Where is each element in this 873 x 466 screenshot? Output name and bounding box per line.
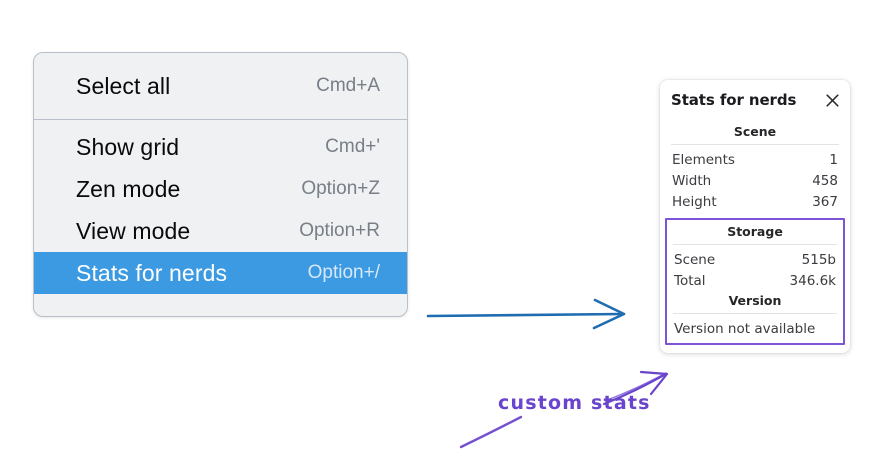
- stat-value: 367: [812, 193, 838, 210]
- stat-row: Height 367: [669, 191, 841, 212]
- stats-panel-header: Stats for nerds: [669, 91, 841, 109]
- menu-item-select-all[interactable]: Select all Cmd+A: [34, 65, 407, 107]
- menu-item-label: Show grid: [76, 133, 180, 160]
- stat-value: 515b: [801, 251, 836, 268]
- menu-item-label: Stats for nerds: [76, 259, 228, 286]
- stats-for-nerds-panel: Stats for nerds Scene Elements 1 Width 4…: [660, 80, 850, 353]
- stat-key: Total: [674, 272, 706, 289]
- stat-key: Height: [672, 193, 717, 210]
- menu-item-shortcut: Option+/: [307, 262, 380, 283]
- menu-item-label: Select all: [76, 72, 171, 99]
- stat-key: Width: [672, 172, 712, 189]
- stat-row: Width 458: [669, 170, 841, 191]
- menu-item-label: Zen mode: [76, 175, 181, 202]
- stats-section-storage: Storage Scene 515b Total 346.6k: [671, 222, 839, 291]
- stats-section-version: Version Version not available: [671, 291, 839, 339]
- menu-item-stats-for-nerds[interactable]: Stats for nerds Option+/: [34, 252, 407, 294]
- custom-stats-highlight-box: Storage Scene 515b Total 346.6k Version …: [665, 218, 845, 345]
- menu-separator: [34, 119, 407, 120]
- purple-underline-stroke: [459, 415, 523, 449]
- section-title-scene: Scene: [733, 124, 777, 139]
- section-rule: [673, 313, 837, 314]
- menu-item-zen-mode[interactable]: Zen mode Option+Z: [34, 168, 407, 210]
- stat-value: 458: [812, 172, 838, 189]
- handwritten-annotation-label: custom stats: [498, 392, 651, 414]
- menu-item-shortcut: Option+Z: [301, 178, 380, 199]
- close-icon[interactable]: [825, 93, 840, 108]
- stat-row: Total 346.6k: [671, 270, 839, 291]
- menu-item-shortcut: Cmd+A: [316, 75, 380, 96]
- section-title-version: Version: [728, 293, 782, 308]
- section-rule: [673, 244, 837, 245]
- menu-group-1: Select all Cmd+A: [34, 53, 407, 119]
- stat-row: Elements 1: [669, 149, 841, 170]
- version-text: Version not available: [674, 320, 816, 337]
- stat-value: 1: [829, 151, 838, 168]
- blue-arrow-icon: [426, 298, 626, 330]
- section-rule: [671, 144, 839, 145]
- menu-item-label: View mode: [76, 217, 191, 244]
- purple-arrow-icon: [602, 370, 669, 406]
- menu-item-shortcut: Cmd+': [325, 136, 380, 157]
- stat-row: Scene 515b: [671, 249, 839, 270]
- stat-key: Scene: [674, 251, 716, 268]
- menu-footer-spacer: [34, 294, 407, 310]
- stats-panel-title: Stats for nerds: [671, 91, 797, 109]
- section-title-storage: Storage: [727, 224, 783, 239]
- menu-item-view-mode[interactable]: View mode Option+R: [34, 210, 407, 252]
- stat-value: 346.6k: [789, 272, 836, 289]
- menu-group-2: Show grid Cmd+' Zen mode Option+Z View m…: [34, 120, 407, 316]
- stat-key: Elements: [672, 151, 735, 168]
- stats-section-scene: Scene Elements 1 Width 458 Height 367: [669, 122, 841, 212]
- context-menu[interactable]: Select all Cmd+A Show grid Cmd+' Zen mod…: [33, 52, 408, 317]
- menu-item-show-grid[interactable]: Show grid Cmd+': [34, 126, 407, 168]
- menu-item-shortcut: Option+R: [299, 220, 380, 241]
